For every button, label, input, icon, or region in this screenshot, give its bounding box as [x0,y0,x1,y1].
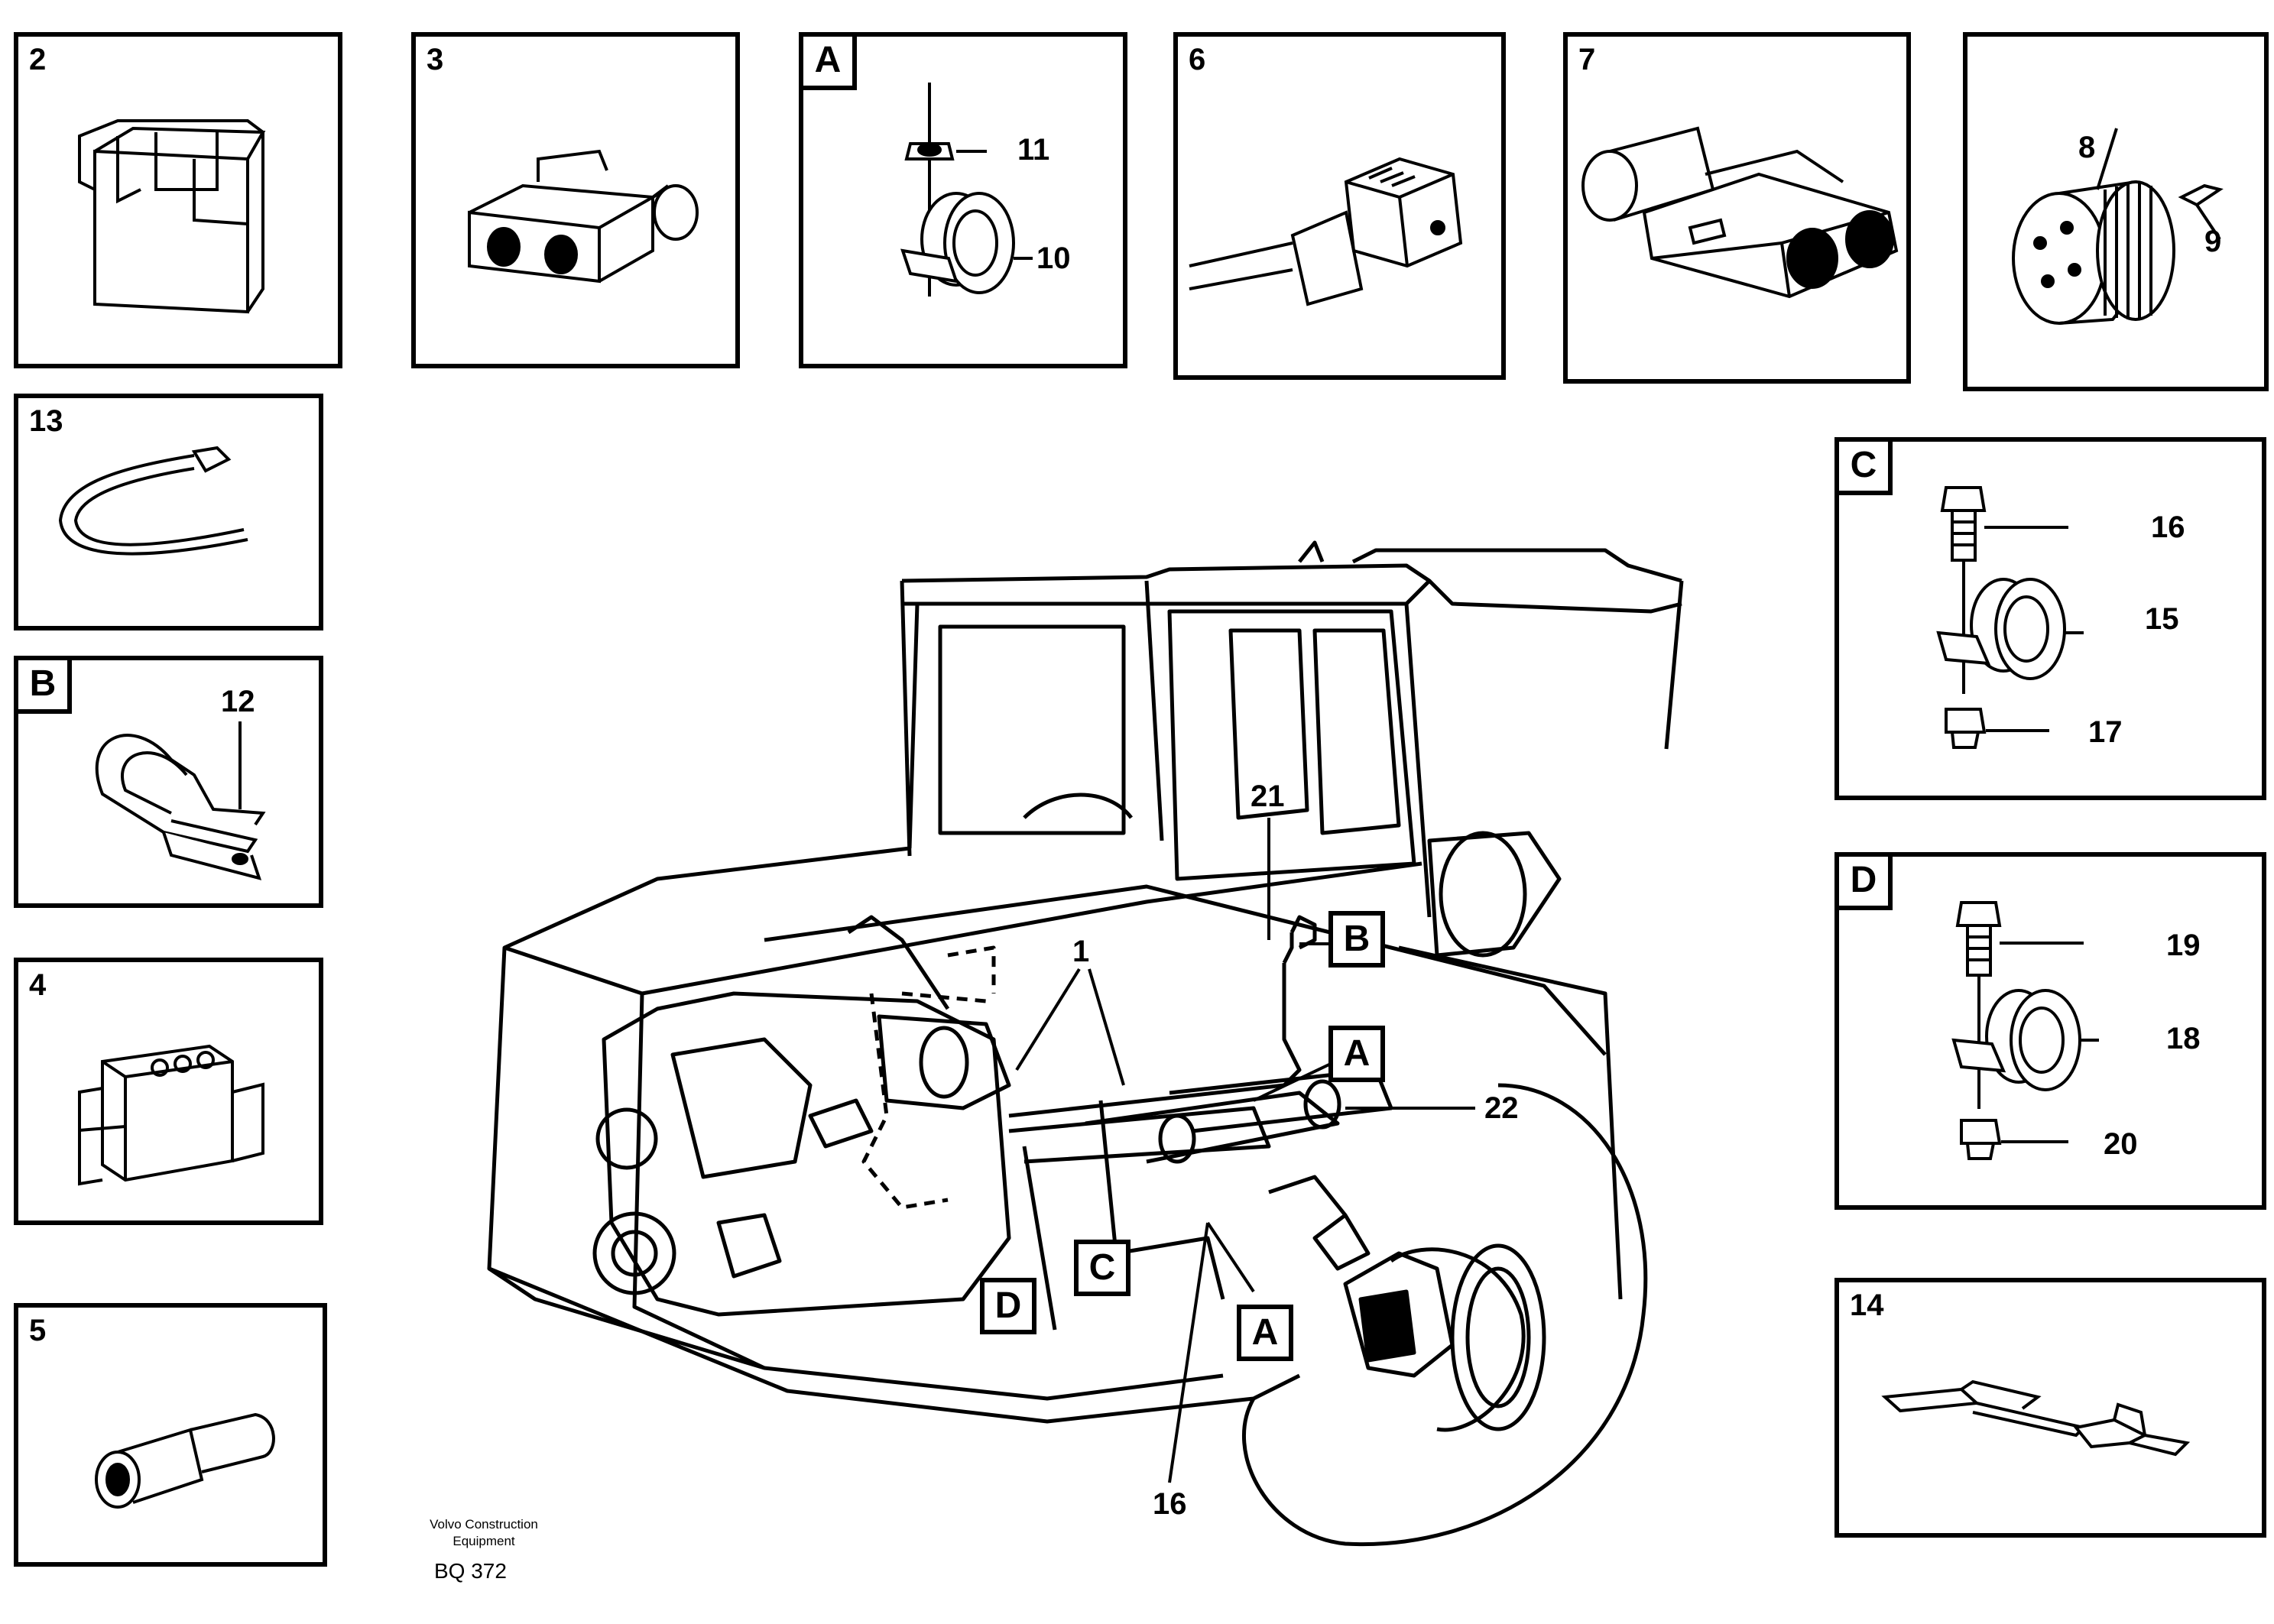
callout-21: 21 [1251,780,1285,813]
cable-tie-illustration [58,446,248,556]
panel-number: 6 [1189,43,1206,76]
panel-C: C 16 15 17 [1834,437,2266,800]
panel-letter-tag: C [1839,442,1893,495]
relay-connector-illustration [78,119,266,314]
panel-6: 6 [1173,32,1506,380]
callout-1: 1 [1072,935,1090,968]
panel-3: 3 [411,32,740,368]
detail-tag-B[interactable]: B [1328,911,1385,968]
callout-10: 10 [1036,241,1071,275]
callout-22: 22 [1484,1091,1519,1125]
callout-18: 18 [2166,1022,2201,1055]
callout-17: 17 [2088,715,2123,749]
callout-8: 8 [2078,131,2096,164]
sleeve-illustration [95,1412,275,1509]
panel-number: 3 [427,43,444,76]
manufacturer-line-2: Equipment [453,1534,515,1548]
detail-tag-A-upper[interactable]: A [1328,1026,1385,1082]
panel-letter-tag: B [18,660,72,714]
panel-13: 13 [14,394,323,630]
callout-16-main: 16 [1153,1487,1187,1521]
panel-number: 13 [29,404,63,438]
cable-clamp-illustration [95,721,266,880]
callout-15: 15 [2145,602,2179,636]
panel-number: 4 [29,968,47,1002]
two-pin-plug-illustration [1581,126,1899,299]
callout-19: 19 [2166,929,2201,962]
panel-5: 5 [14,1303,327,1567]
panel-D: D 19 18 20 [1834,852,2266,1210]
panel-A: A 11 10 [799,32,1127,368]
panel-number: 2 [29,43,47,76]
panel-number: 7 [1578,43,1596,76]
two-pin-connector-illustration [468,149,699,284]
panel-7: 7 [1563,32,1911,384]
panel-letter-tag: D [1839,857,1893,910]
panel-letter-tag: A [803,37,857,90]
panel-14: 14 [1834,1278,2266,1538]
flat-connector-illustration [1881,1379,2191,1457]
panel-2: 2 [14,32,342,368]
panel-B: B 12 [14,656,323,908]
detail-tag-A-lower[interactable]: A [1237,1305,1293,1361]
grommet-bolt-assembly-c-illustration [1936,486,2084,749]
three-pin-housing-illustration [78,1044,264,1186]
valve-connector-illustration [1189,157,1463,306]
panel-number: 14 [1850,1289,1884,1322]
panel-4: 4 [14,958,323,1225]
grommet-with-nut-illustration [900,83,1033,297]
callout-11: 11 [1017,133,1050,167]
manufacturer-line-1: Volvo Construction [430,1517,538,1532]
drawing-code: BQ 372 [434,1559,507,1583]
callout-20: 20 [2104,1127,2138,1161]
grommet-bolt-assembly-d-illustration [1951,901,2099,1160]
panel-8-9: 8 9 [1963,32,2269,391]
detail-tag-D[interactable]: D [980,1278,1036,1334]
round-connector-illustration [2012,128,2224,325]
callout-16: 16 [2151,511,2185,544]
panel-number: 5 [29,1314,47,1347]
callout-9: 9 [2204,225,2222,258]
detail-tag-C[interactable]: C [1074,1240,1131,1296]
callout-12: 12 [221,685,255,718]
